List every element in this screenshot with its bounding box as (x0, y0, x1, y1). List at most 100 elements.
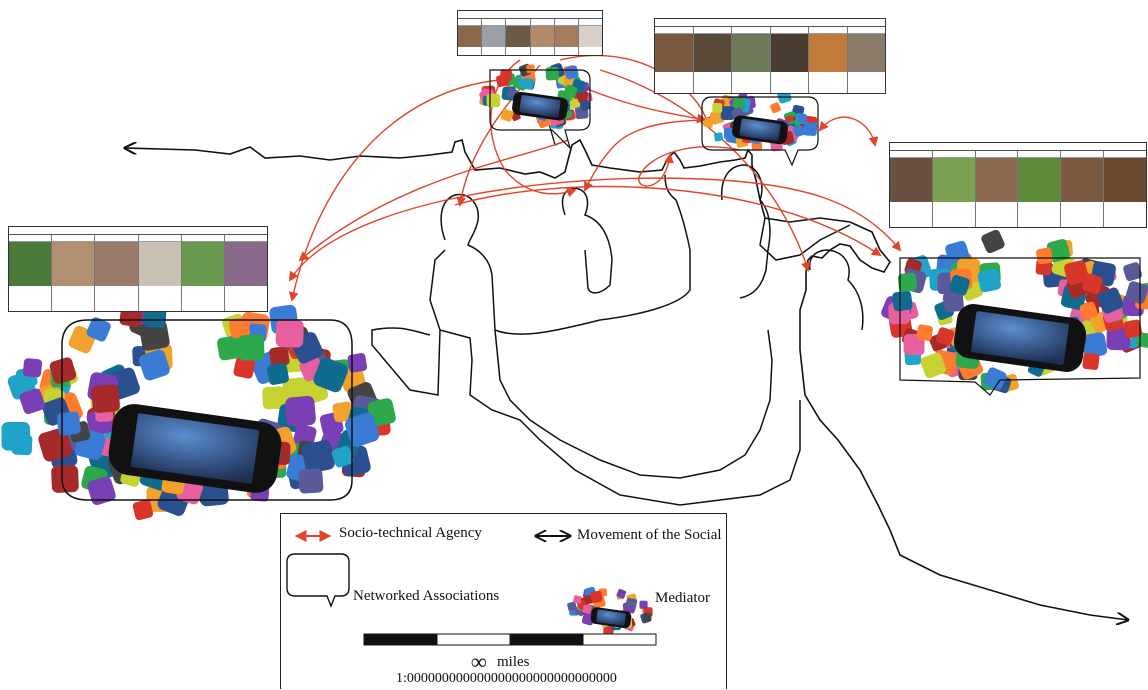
app-icon (935, 327, 955, 346)
social-loop-lower (439, 329, 801, 506)
app-icon (545, 66, 560, 81)
app-icon (1082, 353, 1100, 370)
app-icon (1123, 262, 1142, 282)
app-icon (892, 290, 913, 312)
diary-panel-left (8, 226, 268, 312)
legend-mediator-icon (567, 586, 653, 635)
agency-arrow (288, 177, 902, 282)
app-icon (285, 395, 316, 427)
app-icon (949, 275, 970, 296)
legend-box: Socio-technical Agency Movement of the S… (280, 513, 727, 689)
app-icon (313, 357, 348, 393)
app-icon (1064, 260, 1089, 285)
social-loop-middle (494, 329, 773, 479)
app-icon (228, 317, 250, 339)
app-icon (522, 78, 534, 90)
infinity-icon: ∞ (471, 649, 487, 674)
app-icon (367, 398, 396, 427)
app-icon (1097, 287, 1124, 314)
app-icon (332, 401, 354, 423)
app-icon (302, 440, 335, 474)
networked-association-bubble-right (899, 257, 1141, 396)
app-icon (1081, 332, 1108, 358)
app-icon (293, 424, 317, 448)
diary-title (458, 11, 602, 19)
app-icon (981, 229, 1005, 254)
app-icon (897, 272, 918, 292)
legend-graphics (286, 530, 657, 646)
app-icon (1079, 301, 1098, 320)
silhouette-person-4 (808, 249, 864, 331)
diary-panel-right (889, 142, 1147, 228)
app-icon (56, 411, 81, 436)
agency-arrow (589, 89, 707, 124)
app-icon (49, 357, 77, 384)
agency-arrow (638, 146, 741, 187)
networked-association-bubble-left (61, 319, 353, 501)
networked-association-bubble-center (489, 69, 591, 151)
legend-agency-label: Socio-technical Agency (339, 525, 482, 541)
app-icon (563, 76, 575, 87)
app-icon (132, 499, 154, 521)
app-icon (579, 100, 591, 111)
app-icon (233, 356, 256, 379)
app-icon (266, 362, 289, 385)
app-icon (238, 334, 265, 361)
app-icon (486, 93, 501, 108)
mediator-right (881, 229, 1148, 394)
app-icon (217, 335, 242, 361)
app-icon (91, 384, 120, 413)
app-icon (563, 84, 578, 99)
app-icon (983, 367, 1007, 391)
app-icon (916, 324, 933, 341)
agency-arrow (584, 119, 721, 192)
app-icon (331, 445, 354, 468)
app-icon (269, 346, 290, 367)
app-icon (590, 590, 603, 603)
networked-association-bubble-right-top (701, 96, 819, 167)
agency-arrow (599, 69, 811, 272)
smartphone-screen (519, 95, 561, 118)
app-icon (86, 317, 111, 342)
app-icon (616, 589, 627, 599)
app-icon (943, 291, 964, 313)
smartphone-screen (739, 118, 781, 141)
scale-bar (363, 633, 657, 646)
app-icon (793, 125, 805, 137)
diary-panel-top-center (457, 10, 603, 56)
agency-arrow (818, 116, 879, 147)
app-icon (731, 97, 746, 111)
agency-arrow (288, 79, 501, 302)
silhouette-person-1 (440, 174, 691, 335)
legend-movement-label: Movement of the Social (577, 527, 722, 543)
app-icon (496, 74, 509, 88)
app-icon (803, 121, 818, 136)
mediator-left (1, 298, 396, 521)
app-icon (714, 132, 724, 142)
app-icon (569, 98, 580, 110)
smartphone-screen (971, 311, 1069, 365)
mediator-right-top (703, 89, 818, 152)
diary-panel-top-right (654, 18, 886, 94)
smartphone-screen (130, 413, 260, 484)
agency-arrow (298, 139, 569, 262)
app-icon (582, 604, 592, 614)
mediator-center (479, 63, 593, 129)
app-icon (22, 358, 43, 378)
app-icon (1123, 319, 1143, 339)
app-icon (573, 595, 582, 604)
app-icon (345, 412, 380, 447)
app-icon (625, 597, 638, 610)
app-icon (87, 476, 116, 505)
app-icon (19, 388, 46, 415)
app-icon (298, 468, 324, 494)
app-icon (920, 352, 946, 379)
app-icon (1, 421, 31, 451)
app-icon (770, 102, 781, 114)
scale-ratio: 1:000000000000000000000000000000 (396, 671, 617, 686)
app-icon (1046, 239, 1070, 263)
smartphone-screen (596, 609, 626, 626)
app-icon (639, 600, 648, 609)
app-icon (38, 427, 72, 462)
app-icon (798, 113, 807, 123)
